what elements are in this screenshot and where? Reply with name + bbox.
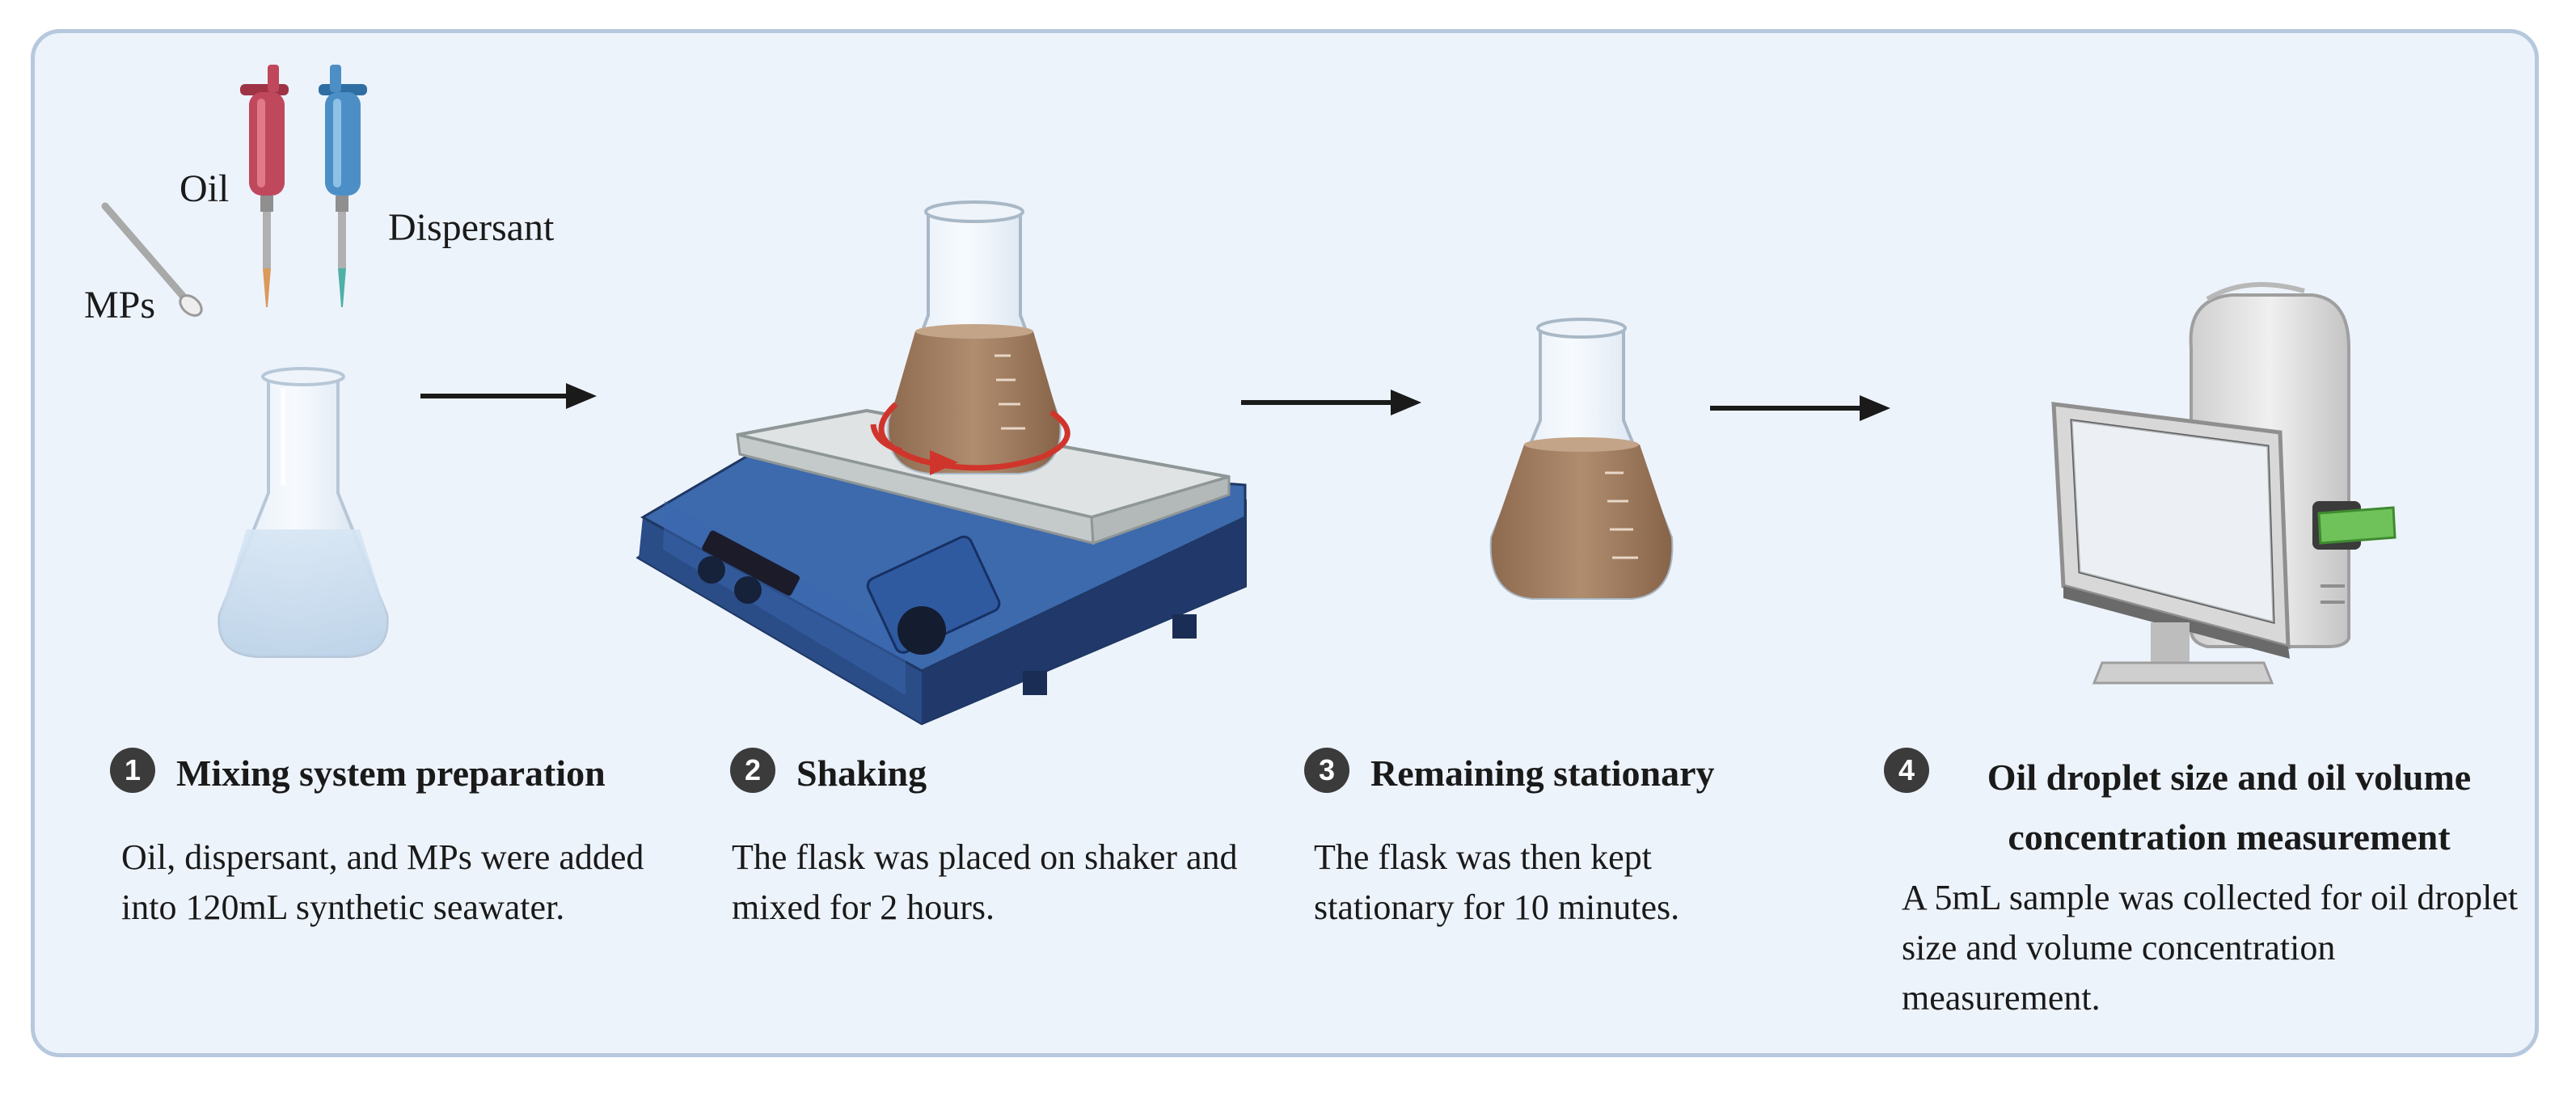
- spatula-icon: [101, 202, 203, 317]
- step-3-description: The flask was then kept stationary for 1…: [1314, 837, 1680, 927]
- flask-shaking-icon: [887, 200, 1062, 474]
- arrow-3-to-4: [1710, 395, 1890, 421]
- arrow-1-to-2: [420, 383, 597, 409]
- analyzer-instrument-icon: [2051, 282, 2397, 685]
- step-2-heading: 2 Shaking: [730, 748, 927, 799]
- rotation-arrow-icon: [870, 402, 1071, 471]
- dispersant-label: Dispersant: [388, 206, 555, 249]
- dispersant-pipette-icon: [319, 65, 367, 307]
- rotation-arrowhead: [930, 450, 958, 475]
- step-1-badge: 1: [110, 748, 155, 793]
- step-3-badge: 3: [1304, 748, 1349, 793]
- step-4-badge: 4: [1884, 748, 1929, 793]
- step-1-heading: 1 Mixing system preparation: [110, 748, 606, 799]
- step-1-description: Oil, dispersant, and MPs were added into…: [121, 837, 644, 927]
- step-4-heading: 4 Oil droplet size and oil volume concen…: [1884, 748, 2508, 867]
- step-4-description: A 5mL sample was collected for oil dropl…: [1902, 878, 2519, 1018]
- step-3-title: Remaining stationary: [1370, 752, 1715, 794]
- flask-seawater-icon: [217, 367, 389, 658]
- arrow-2-to-3: [1241, 390, 1421, 415]
- step-3-heading: 3 Remaining stationary: [1304, 748, 1715, 799]
- step-4-title: Oil droplet size and oil volume concentr…: [1987, 757, 2472, 858]
- step-1-title: Mixing system preparation: [176, 752, 606, 794]
- oil-label: Oil: [179, 167, 230, 210]
- step-2-title: Shaking: [796, 752, 927, 794]
- step-2-badge: 2: [730, 748, 775, 793]
- oil-pipette-icon: [240, 65, 289, 307]
- mps-label: MPs: [84, 284, 156, 327]
- step-2-description: The flask was placed on shaker and mixed…: [732, 837, 1238, 927]
- flask-stationary-icon: [1489, 318, 1674, 600]
- shaker-icon: [636, 408, 1247, 726]
